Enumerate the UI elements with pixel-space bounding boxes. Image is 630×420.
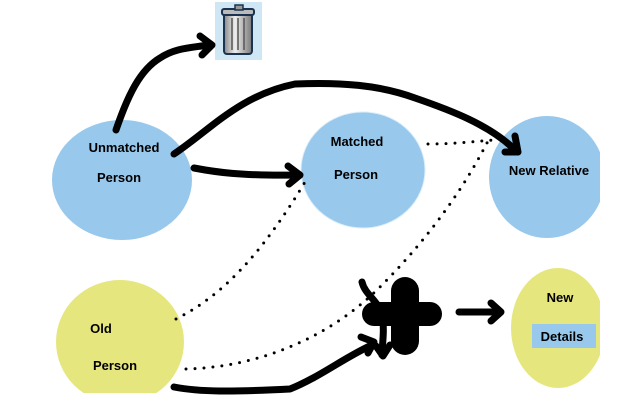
arrow-unmatched-to-trash — [112, 32, 216, 134]
matched-label-2: Person — [334, 167, 378, 182]
dotted-link-old-matched — [174, 180, 307, 321]
old-label-2: Person — [93, 358, 137, 373]
matched-person-node — [300, 111, 426, 229]
details-highlight — [532, 324, 596, 348]
arrow-old-to-plus — [170, 333, 378, 395]
matched-label-1: Matched — [331, 134, 384, 149]
arrow-plus-to-new-details — [455, 299, 505, 325]
dotted-link-old-new-relative — [184, 135, 492, 371]
dotted-link-matched-new-relative — [426, 138, 495, 146]
new-details-label-1: New — [547, 290, 575, 305]
old-person-node — [56, 280, 184, 393]
new-relative-label: New Relative — [509, 163, 589, 178]
unmatched-label-1: Unmatched — [89, 140, 160, 155]
old-label-1: Old — [90, 321, 112, 336]
unmatched-label-2: Person — [97, 170, 141, 185]
trash-can-icon — [215, 2, 262, 60]
arrow-unmatched-to-matched — [190, 162, 304, 188]
plus-icon — [362, 277, 442, 355]
arrow-unmatched-to-new-relative — [170, 79, 522, 158]
new-details-label-2: Details — [541, 329, 584, 344]
unmatched-person-node — [52, 120, 192, 240]
